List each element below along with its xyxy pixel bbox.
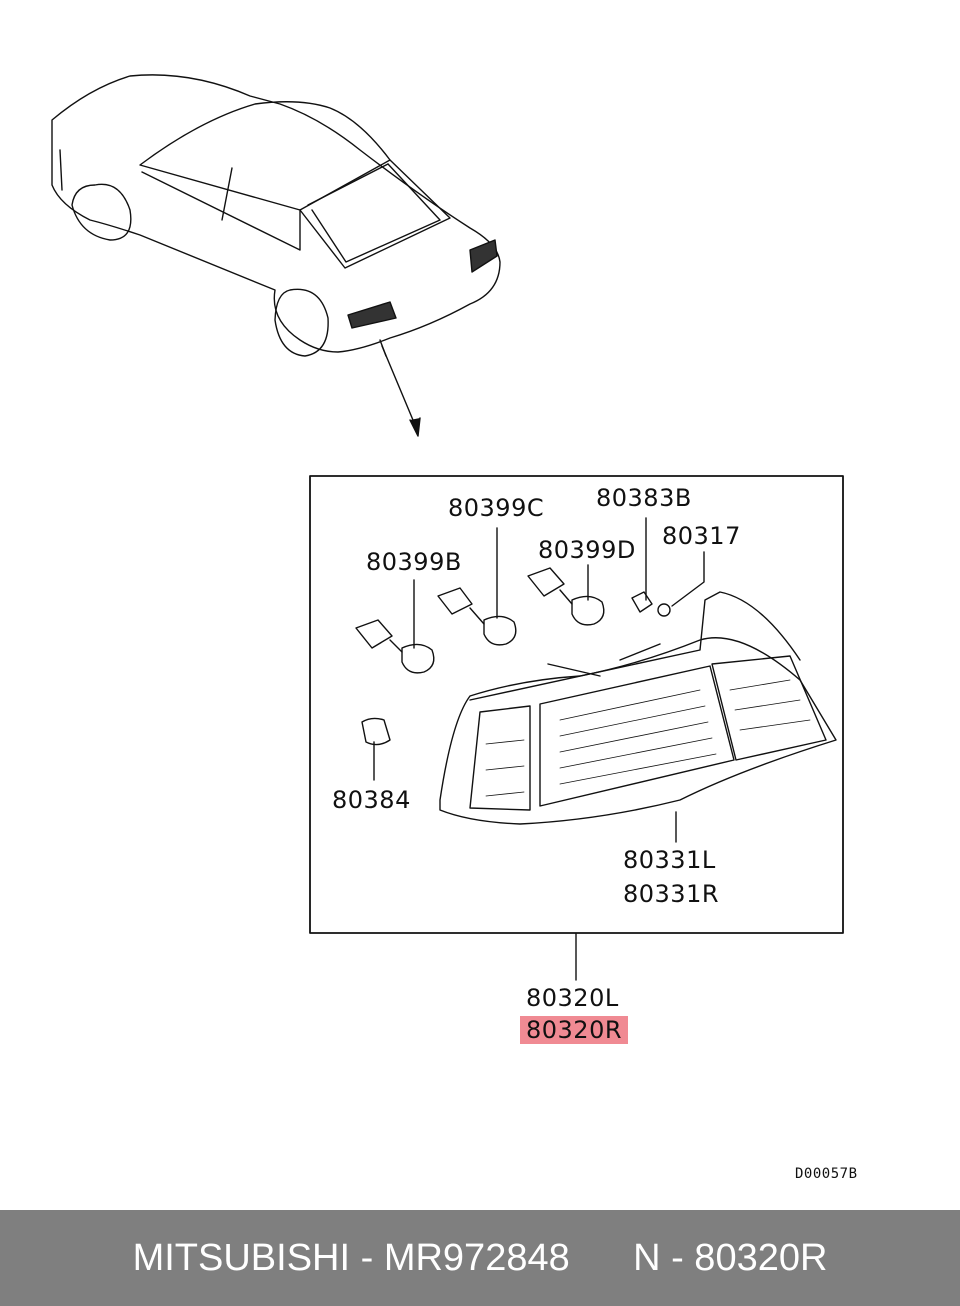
direction-arrow xyxy=(381,345,421,437)
bulb-80399C xyxy=(437,587,517,646)
callout-80384: 80384 xyxy=(332,786,411,814)
socket-80384 xyxy=(361,717,391,746)
callout-80320R-highlighted[interactable]: 80320R xyxy=(520,1016,629,1044)
callout-80399D: 80399D xyxy=(538,536,636,564)
bulb-80399D xyxy=(527,567,605,626)
footer-brand: MITSUBISHI xyxy=(132,1236,351,1279)
drawing-code: D00057B xyxy=(795,1166,858,1182)
callout-80399C: 80399C xyxy=(448,494,545,522)
footer-separator: - xyxy=(350,1236,384,1279)
assembly-frame xyxy=(309,475,844,934)
clip-80383B xyxy=(631,591,653,613)
callout-80317: 80317 xyxy=(662,522,741,550)
callout-80331L: 80331L xyxy=(623,846,716,874)
footer-bar: MITSUBISHI - MR972848 N - 80320R xyxy=(0,1210,960,1306)
footer-ref: N - 80320R xyxy=(633,1236,828,1279)
clip-80317 xyxy=(657,603,671,617)
callout-80331R: 80331R xyxy=(623,880,720,908)
bulb-80399B xyxy=(355,619,435,674)
footer-gap xyxy=(570,1237,633,1280)
footer-part-number: MR972848 xyxy=(383,1236,570,1279)
callout-80383B: 80383B xyxy=(596,484,692,512)
car-illustration xyxy=(51,74,501,357)
lamp-lens-lines xyxy=(485,679,811,797)
tail-lamp-diagram xyxy=(51,74,844,981)
lamp-housing xyxy=(439,591,837,825)
callout-80320L: 80320L xyxy=(526,984,619,1012)
callout-80399B: 80399B xyxy=(366,548,462,576)
